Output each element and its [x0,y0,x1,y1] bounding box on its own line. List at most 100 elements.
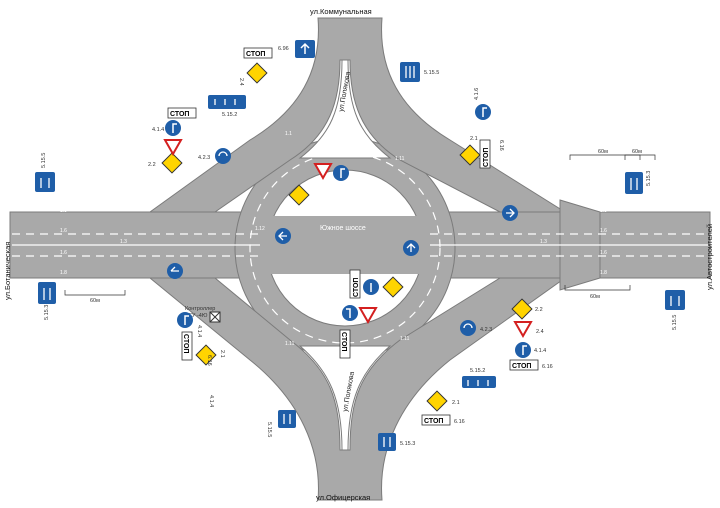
street-east: ул.Автострoителей [705,224,714,290]
sign-direction-road-w [275,228,291,244]
controller-label: Контроллер [185,306,215,312]
street-west: ул.Ботаническая [3,242,12,300]
svg-text:СТОП: СТОП [246,51,265,58]
sign-priority-road-w [161,152,183,174]
sign-lane-board-east [625,172,643,194]
controller-model: КСУ -4Ю [185,313,208,319]
svg-text:СТОП: СТОП [340,332,347,351]
svg-text:СТОП: СТОП [182,334,189,353]
svg-text:60м: 60м [590,294,600,300]
stop-board-ne: СТОП [479,139,491,169]
svg-text:4.1.4: 4.1.4 [208,395,214,407]
svg-text:СТОП: СТОП [483,148,490,167]
sign-lane-board-s2 [378,433,396,451]
svg-text:СТОП: СТОП [170,111,189,118]
south-wedge [298,345,392,451]
sign-direction-nw [165,120,181,136]
svg-text:1.8: 1.8 [60,208,67,214]
south-arm [148,277,567,501]
sign-priority-road-s [426,390,448,412]
watermark: Avito [612,471,671,498]
svg-text:5.15.3: 5.15.3 [44,305,50,320]
svg-text:4.2.3: 4.2.3 [480,327,492,333]
sign-lane-board-sw [38,282,56,304]
svg-text:1.3: 1.3 [120,239,127,245]
stop-board-s: СТОП [421,414,451,426]
svg-text:6.16: 6.16 [542,364,553,370]
sign-give-way-se [513,321,533,339]
svg-text:СТОП: СТОП [512,363,531,370]
svg-text:2.1: 2.1 [470,136,478,142]
svg-text:2.2: 2.2 [535,307,543,313]
sign-priority-road-se [511,298,533,320]
sign-lane-board-se [665,290,685,310]
lane-markings [12,152,708,344]
sign-give-way-c1 [313,163,333,181]
svg-text:1.11: 1.11 [395,156,405,162]
sign-direction-c1 [333,165,349,181]
sign-priority-road-sw [195,344,217,366]
svg-text:СТОП: СТОП [424,418,443,425]
north-arm [148,17,567,213]
svg-text:4.2.3: 4.2.3 [198,155,210,161]
lane-codes: 1.8 1.6 1.3 1.6 1.8 1.8 1.6 1.3 1.6 1.8 … [60,131,607,347]
main-road-through [265,216,425,274]
sign-lane-board-north [295,40,315,58]
svg-text:5.15.5: 5.15.5 [41,153,47,168]
svg-text:1.8: 1.8 [600,208,607,214]
svg-text:5.15.5: 5.15.5 [672,315,678,330]
svg-text:5.15.2: 5.15.2 [222,112,237,118]
sign-lane-board-n2 [400,62,420,82]
svg-text:5.15.2: 5.15.2 [470,368,485,374]
svg-text:1.6: 1.6 [60,228,67,234]
svg-text:6.16: 6.16 [498,140,504,151]
svg-text:60м: 60м [632,149,642,155]
street-north: ул.Коммунальная [310,7,372,16]
svg-text:1.6: 1.6 [60,250,67,256]
sign-lane-board-west [35,172,55,192]
sign-roundabout-se [460,320,476,336]
street-south: ул.Офицерская [316,493,370,502]
svg-text:1.12: 1.12 [255,226,265,232]
svg-text:2.4: 2.4 [536,329,544,335]
sign-direction-se [515,342,531,358]
svg-text:2.4: 2.4 [238,78,244,86]
svg-text:4.1.4: 4.1.4 [534,348,546,354]
svg-text:6.96: 6.96 [278,46,289,52]
svg-text:2.2: 2.2 [148,162,156,168]
svg-text:1.8: 1.8 [60,270,67,276]
svg-text:1.11: 1.11 [285,341,295,347]
sign-lane-board-s1 [278,410,296,428]
north-wedge [298,59,392,159]
sign-roundabout-w [215,148,231,164]
svg-text:2.1: 2.1 [219,350,225,358]
stop-board-nw: СТОП [167,107,197,119]
svg-text:1.6: 1.6 [600,250,607,256]
svg-text:1.6: 1.6 [600,228,607,234]
svg-text:1.8: 1.8 [600,270,607,276]
sign-lane-board-se2 [462,376,496,388]
svg-text:СТОП: СТОП [353,278,360,297]
main-road-name: Южное шоссе [320,225,366,232]
svg-text:5.15.5: 5.15.5 [266,422,272,437]
svg-text:6.16: 6.16 [454,419,465,425]
sign-direction-e [502,205,518,221]
sign-direction-sw [167,263,183,279]
sign-priority-road-n [246,62,268,84]
sign-priority-road-ne [459,144,481,166]
stop-board-se: СТОП [509,359,539,371]
svg-text:4.1.4: 4.1.4 [196,325,202,337]
sign-priority-road-c2 [382,276,404,298]
sign-lane-board-nw [208,95,246,109]
svg-text:1.3: 1.3 [540,239,547,245]
svg-text:1.11: 1.11 [400,336,410,342]
svg-text:6.16: 6.16 [206,355,212,366]
svg-text:4.1.4: 4.1.4 [152,127,164,133]
stop-board-n: СТОП [243,47,273,59]
svg-text:5.15.3: 5.15.3 [646,171,652,186]
sign-direction-sw2 [177,312,193,328]
sign-give-way-nw [163,139,183,157]
sign-direction-road-e [403,240,419,256]
distance-markers [64,154,656,296]
